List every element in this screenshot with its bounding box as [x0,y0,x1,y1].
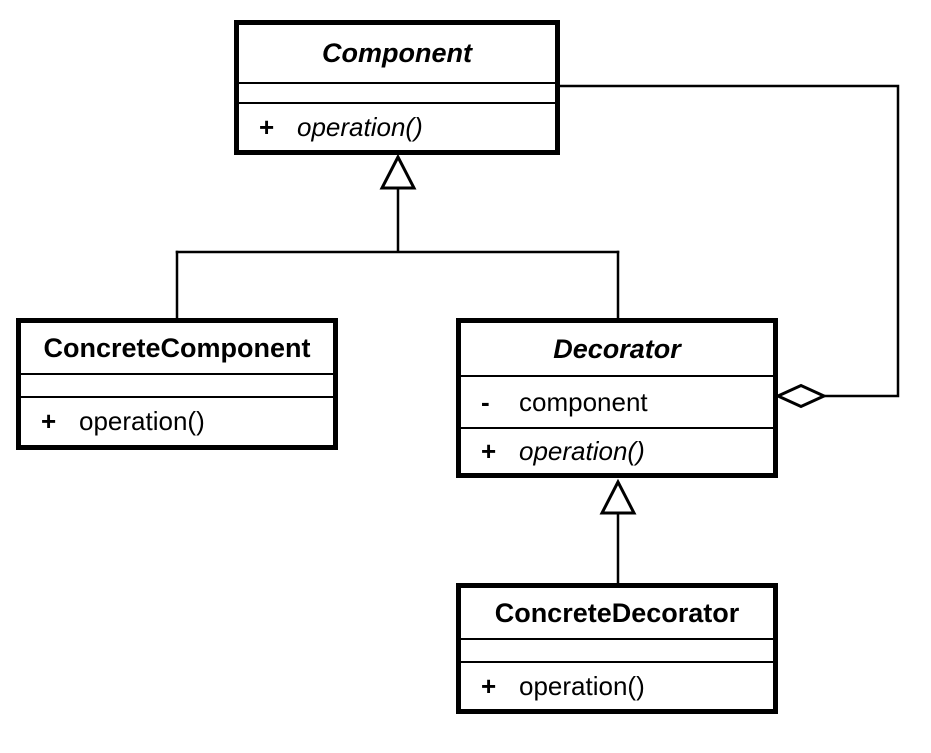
class-concrete-component-attributes [21,375,333,398]
operation-row: + operation() [21,398,333,445]
generalization-triangle-decorator [599,478,637,515]
class-concrete-decorator-operations: + operation() [461,663,773,709]
operation-row: + operation() [461,663,773,709]
class-concrete-component-operations: + operation() [21,398,333,445]
class-decorator-operations: + operation() [461,429,773,473]
attribute-name: component [519,386,648,417]
operation-signature: operation() [297,111,423,142]
attribute-row: - component [461,377,773,427]
aggregation-line [560,84,900,398]
class-component-operations: + operation() [239,104,555,150]
operation-signature: operation() [519,670,645,701]
aggregation-diamond [774,383,828,409]
class-concrete-decorator-title: ConcreteDecorator [461,588,773,640]
class-concrete-decorator: ConcreteDecorator + operation() [456,583,778,714]
visibility-sign: + [481,670,497,701]
visibility-sign: - [481,386,490,417]
operation-signature: operation() [519,435,645,466]
visibility-sign: + [259,111,275,142]
generalization-triangle-component [379,153,417,190]
class-concrete-component-title: ConcreteComponent [21,323,333,375]
class-concrete-decorator-attributes [461,640,773,663]
operation-row: + operation() [239,104,555,150]
operation-signature: operation() [79,406,205,436]
class-decorator-attributes: - component [461,377,773,429]
operation-row: + operation() [461,429,773,473]
class-component-title: Component [239,25,555,84]
class-decorator-title: Decorator [461,323,773,377]
class-component: Component + operation() [234,20,560,155]
class-decorator: Decorator - component + operation() [456,318,778,478]
visibility-sign: + [481,435,497,466]
visibility-sign: + [41,406,57,436]
class-concrete-component: ConcreteComponent + operation() [16,318,338,450]
class-component-attributes [239,84,555,104]
